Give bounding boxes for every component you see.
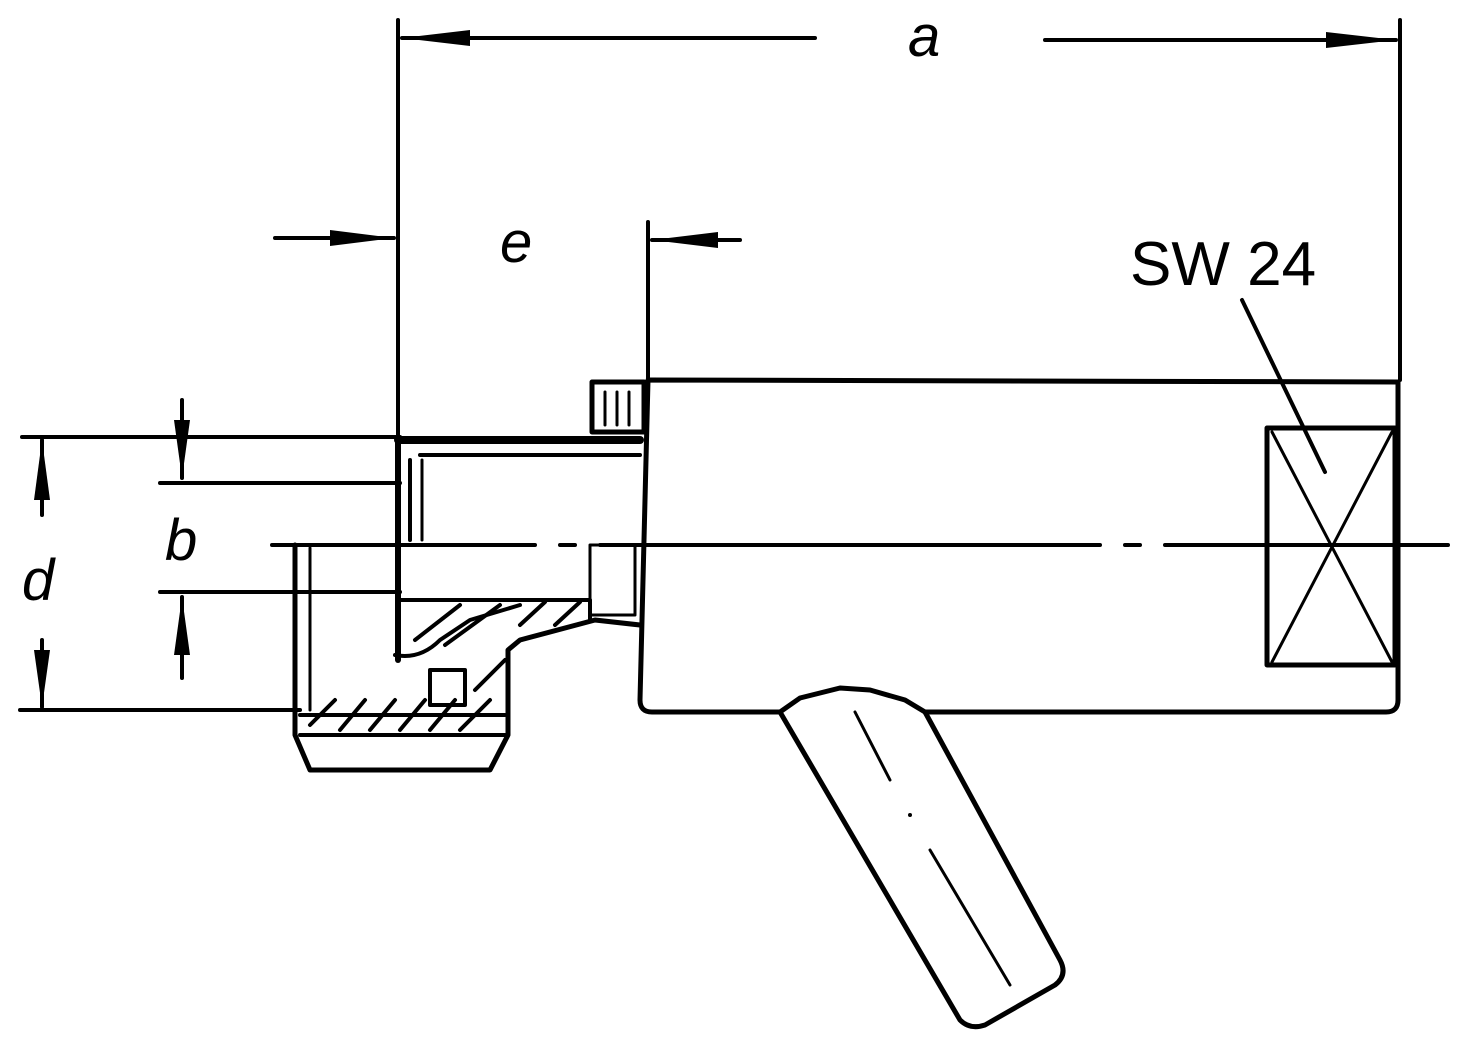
thread-nut <box>589 379 647 435</box>
hex-flat <box>1264 425 1398 668</box>
dimension-a: a <box>400 4 1398 69</box>
extension-lines <box>396 18 1402 442</box>
dimension-a-label: a <box>908 4 940 69</box>
sw24-callout: SW 24 <box>1130 230 1327 474</box>
dimension-e-right-arrow <box>652 232 718 248</box>
dimension-d-label: d <box>22 548 56 613</box>
dimension-d-lower-arrow <box>34 650 50 707</box>
sw24-label: SW 24 <box>1130 230 1316 299</box>
dimension-e-left-arrow <box>330 230 394 246</box>
dimension-a-right-arrow <box>1326 32 1396 48</box>
main-body <box>637 377 1401 715</box>
lever-handle <box>777 709 1066 1030</box>
dimension-b: b <box>158 398 402 680</box>
dimension-e-label: e <box>500 210 532 275</box>
dimension-b-label: b <box>165 508 197 573</box>
dimension-b-lower-arrow <box>174 597 190 655</box>
dimension-b-upper-arrow <box>174 420 190 478</box>
hatch-marks <box>308 600 582 732</box>
dimension-e: e <box>273 210 742 275</box>
dimension-d: d <box>18 435 302 712</box>
dimension-a-left-arrow <box>402 30 470 46</box>
stem-sleeve <box>394 436 644 663</box>
dimension-d-upper-arrow <box>34 440 50 500</box>
sw24-leader-line <box>1240 298 1327 474</box>
gland-nut <box>292 542 643 773</box>
